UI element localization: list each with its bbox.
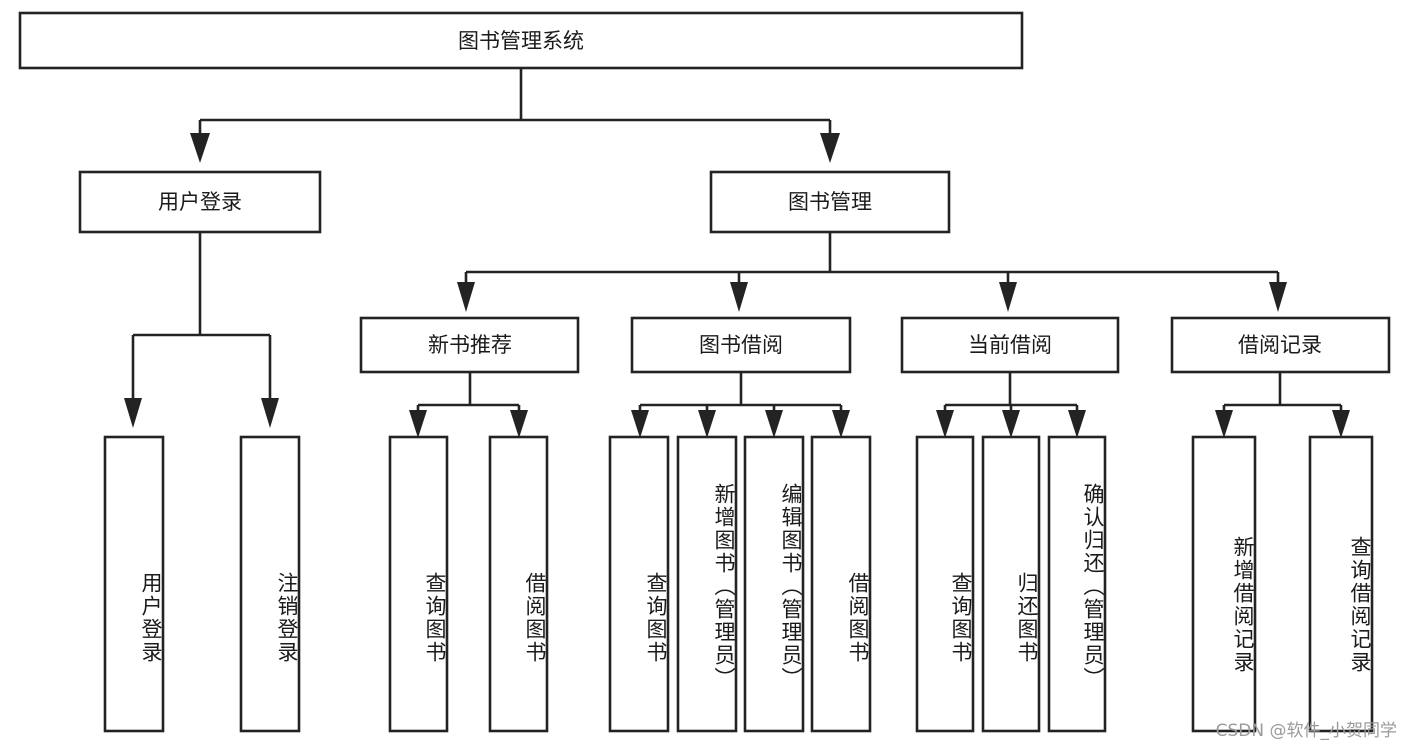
- node-leaf-query-book-3-box[interactable]: [915, 435, 975, 733]
- arrow-bm-book-borrow-icon: [730, 282, 748, 312]
- node-leaf-edit-book-box[interactable]: [743, 435, 805, 733]
- node-root-label: 图书管理系统: [458, 29, 584, 53]
- node-leaf-confirm-return-box[interactable]: [1047, 435, 1107, 733]
- node-leaf-borrow-book-1-box[interactable]: [488, 435, 549, 733]
- arrow-bm-new-book-icon: [457, 282, 475, 312]
- watermark-label: CSDN @软件_小贺同学: [1215, 721, 1397, 741]
- node-new-book-recommend-box[interactable]: [359, 316, 580, 374]
- arrow-br-leaf-1-icon: [1215, 410, 1233, 438]
- node-leaf-query-book-2-box[interactable]: [608, 435, 670, 733]
- arrow-cb-leaf-1-icon: [936, 410, 954, 438]
- node-leaf-borrow-book-2-box[interactable]: [810, 435, 872, 733]
- arrow-root-to-book-manage-icon: [820, 133, 840, 163]
- node-layer: 图书管理系统 用户登录 图书管理 新书推荐 图书借阅 当前借阅 借阅记录: [18, 11, 1391, 733]
- node-book-borrow-label: 图书借阅: [699, 333, 783, 357]
- arrow-user-login-leaf-1-icon: [124, 398, 142, 428]
- node-leaf-logout-login-box[interactable]: [239, 435, 301, 733]
- node-leaf-user-login-box[interactable]: [103, 435, 165, 733]
- node-new-book-recommend-label: 新书推荐: [428, 333, 512, 357]
- arrow-bm-current-borrow-icon: [999, 282, 1017, 312]
- arrow-root-to-user-login-icon: [190, 133, 210, 163]
- arrow-bb-leaf-3-icon: [765, 410, 783, 438]
- node-leaf-add-record-box[interactable]: [1191, 435, 1257, 733]
- arrow-nbr-leaf-2-icon: [510, 410, 528, 438]
- node-book-manage-label: 图书管理: [788, 190, 872, 214]
- arrow-cb-leaf-2-icon: [1002, 410, 1020, 438]
- node-current-borrow-box[interactable]: [900, 316, 1120, 374]
- arrow-br-leaf-2-icon: [1332, 410, 1350, 438]
- node-borrow-record-box[interactable]: [1170, 316, 1391, 374]
- node-user-login-box[interactable]: [78, 170, 322, 234]
- arrow-cb-leaf-3-icon: [1068, 410, 1086, 438]
- connector-layer: [124, 68, 1350, 438]
- node-current-borrow-label: 当前借阅: [968, 333, 1052, 357]
- arrow-user-login-leaf-2-icon: [261, 398, 279, 428]
- arrow-bm-borrow-record-icon: [1269, 282, 1287, 312]
- node-root-box[interactable]: [18, 11, 1024, 70]
- node-book-borrow-box[interactable]: [630, 316, 852, 374]
- node-leaf-return-book-box[interactable]: [981, 435, 1041, 733]
- node-borrow-record-label: 借阅记录: [1238, 333, 1322, 357]
- node-leaf-query-record-box[interactable]: [1308, 435, 1374, 733]
- node-leaf-add-book-box[interactable]: [676, 435, 738, 733]
- arrow-bb-leaf-4-icon: [832, 410, 850, 438]
- arrow-nbr-leaf-1-icon: [409, 410, 427, 438]
- node-leaf-query-book-1-box[interactable]: [388, 435, 449, 733]
- arrow-bb-leaf-2-icon: [698, 410, 716, 438]
- arrow-bb-leaf-1-icon: [631, 410, 649, 438]
- node-user-login-label: 用户登录: [158, 190, 242, 214]
- node-book-manage-box[interactable]: [709, 170, 951, 234]
